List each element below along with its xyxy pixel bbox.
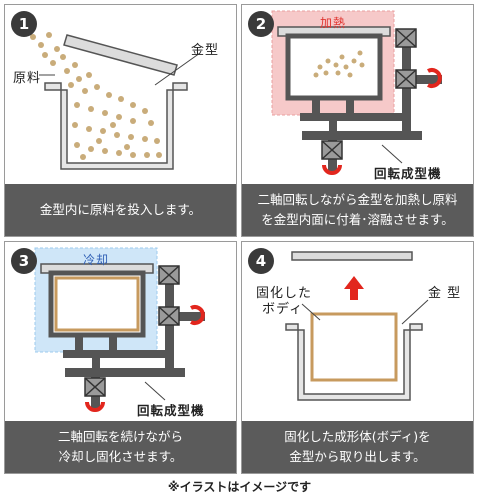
step-number: 2 xyxy=(248,11,274,37)
step-number: 4 xyxy=(248,248,274,274)
machine-label: 回転成型機 xyxy=(137,403,205,418)
heating-label: 加熱 xyxy=(320,16,347,30)
cooling-illustration xyxy=(34,247,205,412)
step-caption: 固化した成形体(ボディ)を 金型から取り出します。 xyxy=(242,421,473,473)
body-label-line2: ボディ xyxy=(262,302,304,317)
step-1-panel: 1 原料 金型 金型内に原料を投入します。 xyxy=(4,4,237,237)
heating-illustration xyxy=(271,10,442,175)
cooling-label: 冷却 xyxy=(83,253,110,267)
load-material-illustration xyxy=(30,32,201,170)
molded-body xyxy=(310,312,398,382)
step-caption: 二軸回転しながら金型を加熱し原料 を金型内面に付着･溶融させます。 xyxy=(242,184,473,236)
step-4-panel: 4 固化した ボディ 金 型 固化した成形体(ボディ)を 金型から取り出します。 xyxy=(241,241,474,474)
body-label-line1: 固化した xyxy=(256,286,313,301)
material-pellets xyxy=(30,32,162,160)
step-number: 1 xyxy=(11,11,37,37)
step-caption: 二軸回転を続けながら 冷却し固化させます。 xyxy=(5,421,236,473)
step-number: 3 xyxy=(11,248,37,274)
up-arrow-icon xyxy=(344,276,364,300)
step-3-panel: 3 冷却 回転成型機 二軸回転を続けながら 冷却し固化させます。 xyxy=(4,241,237,474)
illustration-footnote: ※イラストはイメージです xyxy=(167,480,312,494)
step-2-panel: 2 加熱 回転成型機 xyxy=(241,4,474,237)
material-label: 原料 xyxy=(13,71,42,86)
mold-label: 金型 xyxy=(191,43,220,58)
remove-body-illustration xyxy=(285,251,429,401)
mold-label: 金 型 xyxy=(428,286,462,301)
machine-label: 回転成型機 xyxy=(374,166,442,181)
step-caption: 金型内に原料を投入します。 xyxy=(5,184,236,236)
